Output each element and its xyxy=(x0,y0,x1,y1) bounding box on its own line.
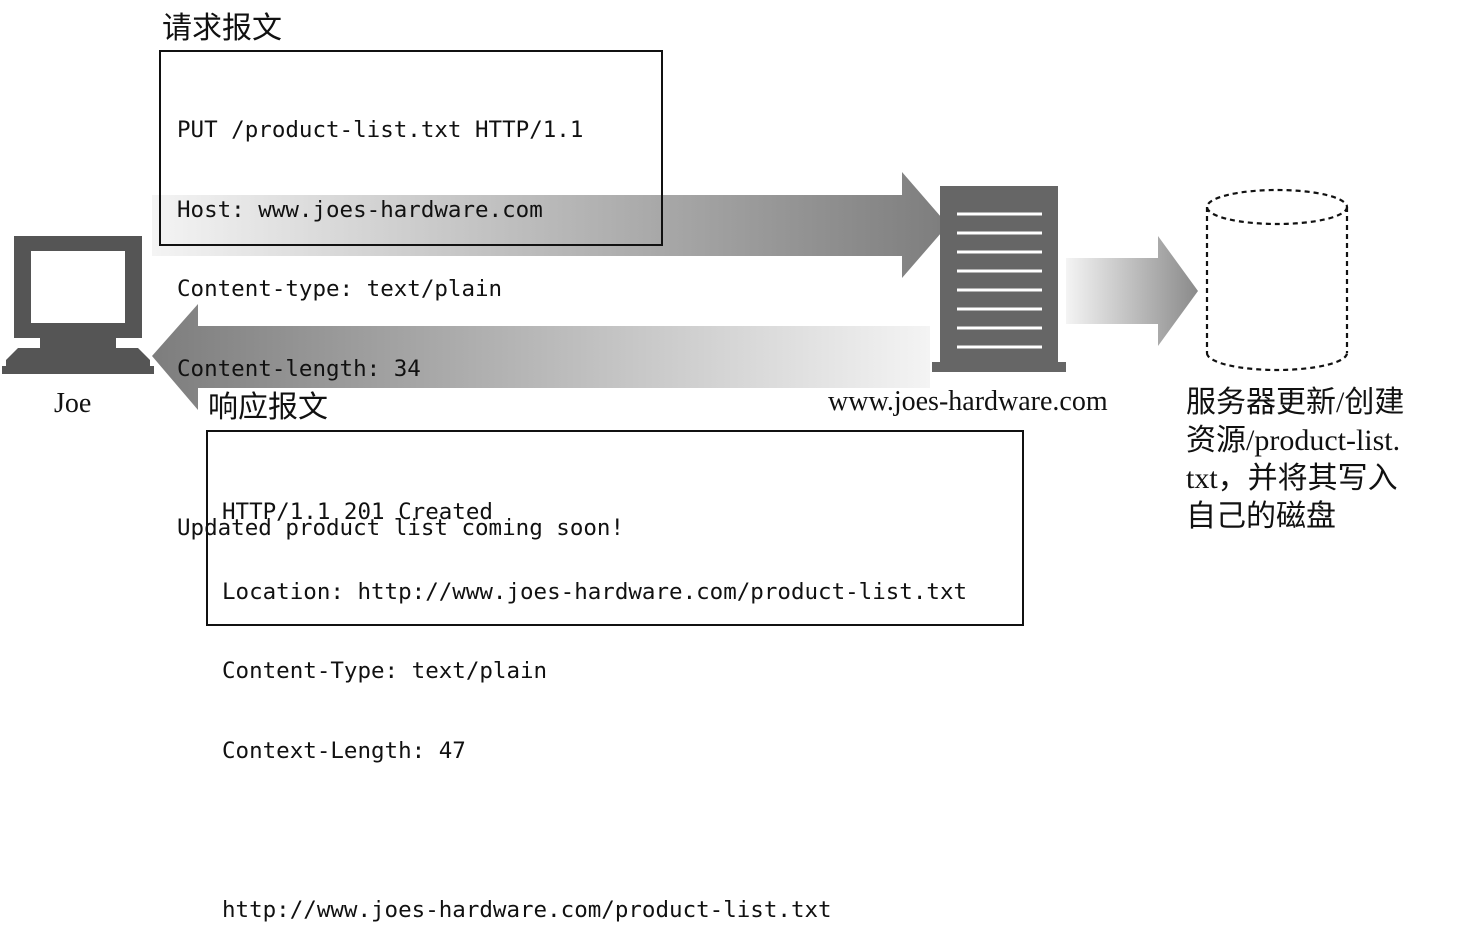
request-line: Content-length: 34 xyxy=(177,355,421,382)
response-line: Location: http://www.joes-hardware.com/p… xyxy=(222,578,968,605)
response-line xyxy=(222,817,1022,844)
disk-icon xyxy=(1205,188,1349,372)
request-line: PUT /product-list.txt HTTP/1.1 xyxy=(177,117,584,143)
storage-note-line: 服务器更新/创建 xyxy=(1186,386,1405,419)
storage-note-line: 自己的磁盘 xyxy=(1186,500,1336,533)
storage-note-line: txt，并将其写入 xyxy=(1186,462,1398,495)
request-message-box: PUT /product-list.txt HTTP/1.1 Host: www… xyxy=(159,50,663,541)
write-arrow xyxy=(1066,236,1198,346)
request-title: 请求报文 xyxy=(162,11,282,46)
response-line: Context-Length: 47 xyxy=(222,737,466,764)
response-line: HTTP/1.1 201 Created xyxy=(222,499,493,525)
storage-note: 服务器更新/创建 资源/product-list. txt，并将其写入 自己的磁… xyxy=(1186,384,1404,536)
diagram-canvas xyxy=(2,172,1349,410)
response-title: 响应报文 xyxy=(208,390,328,425)
computer-icon xyxy=(2,236,154,374)
request-arrow xyxy=(152,172,948,278)
response-line: Content-Type: text/plain xyxy=(222,658,548,684)
response-arrow xyxy=(152,304,930,410)
server-label: www.joes-hardware.com xyxy=(828,386,1108,417)
client-label: Joe xyxy=(54,388,92,419)
request-line: Updated product list coming soon! xyxy=(177,514,625,541)
response-line: http://www.joes-hardware.com/product-lis… xyxy=(222,896,832,923)
storage-note-line: 资源/product-list. xyxy=(1186,424,1401,457)
server-icon xyxy=(932,186,1066,372)
request-line: Host: www.joes-hardware.com xyxy=(177,196,543,223)
request-line: Content-type: text/plain xyxy=(177,276,503,302)
response-message-box: HTTP/1.1 201 Created Location: http://ww… xyxy=(206,430,1024,923)
